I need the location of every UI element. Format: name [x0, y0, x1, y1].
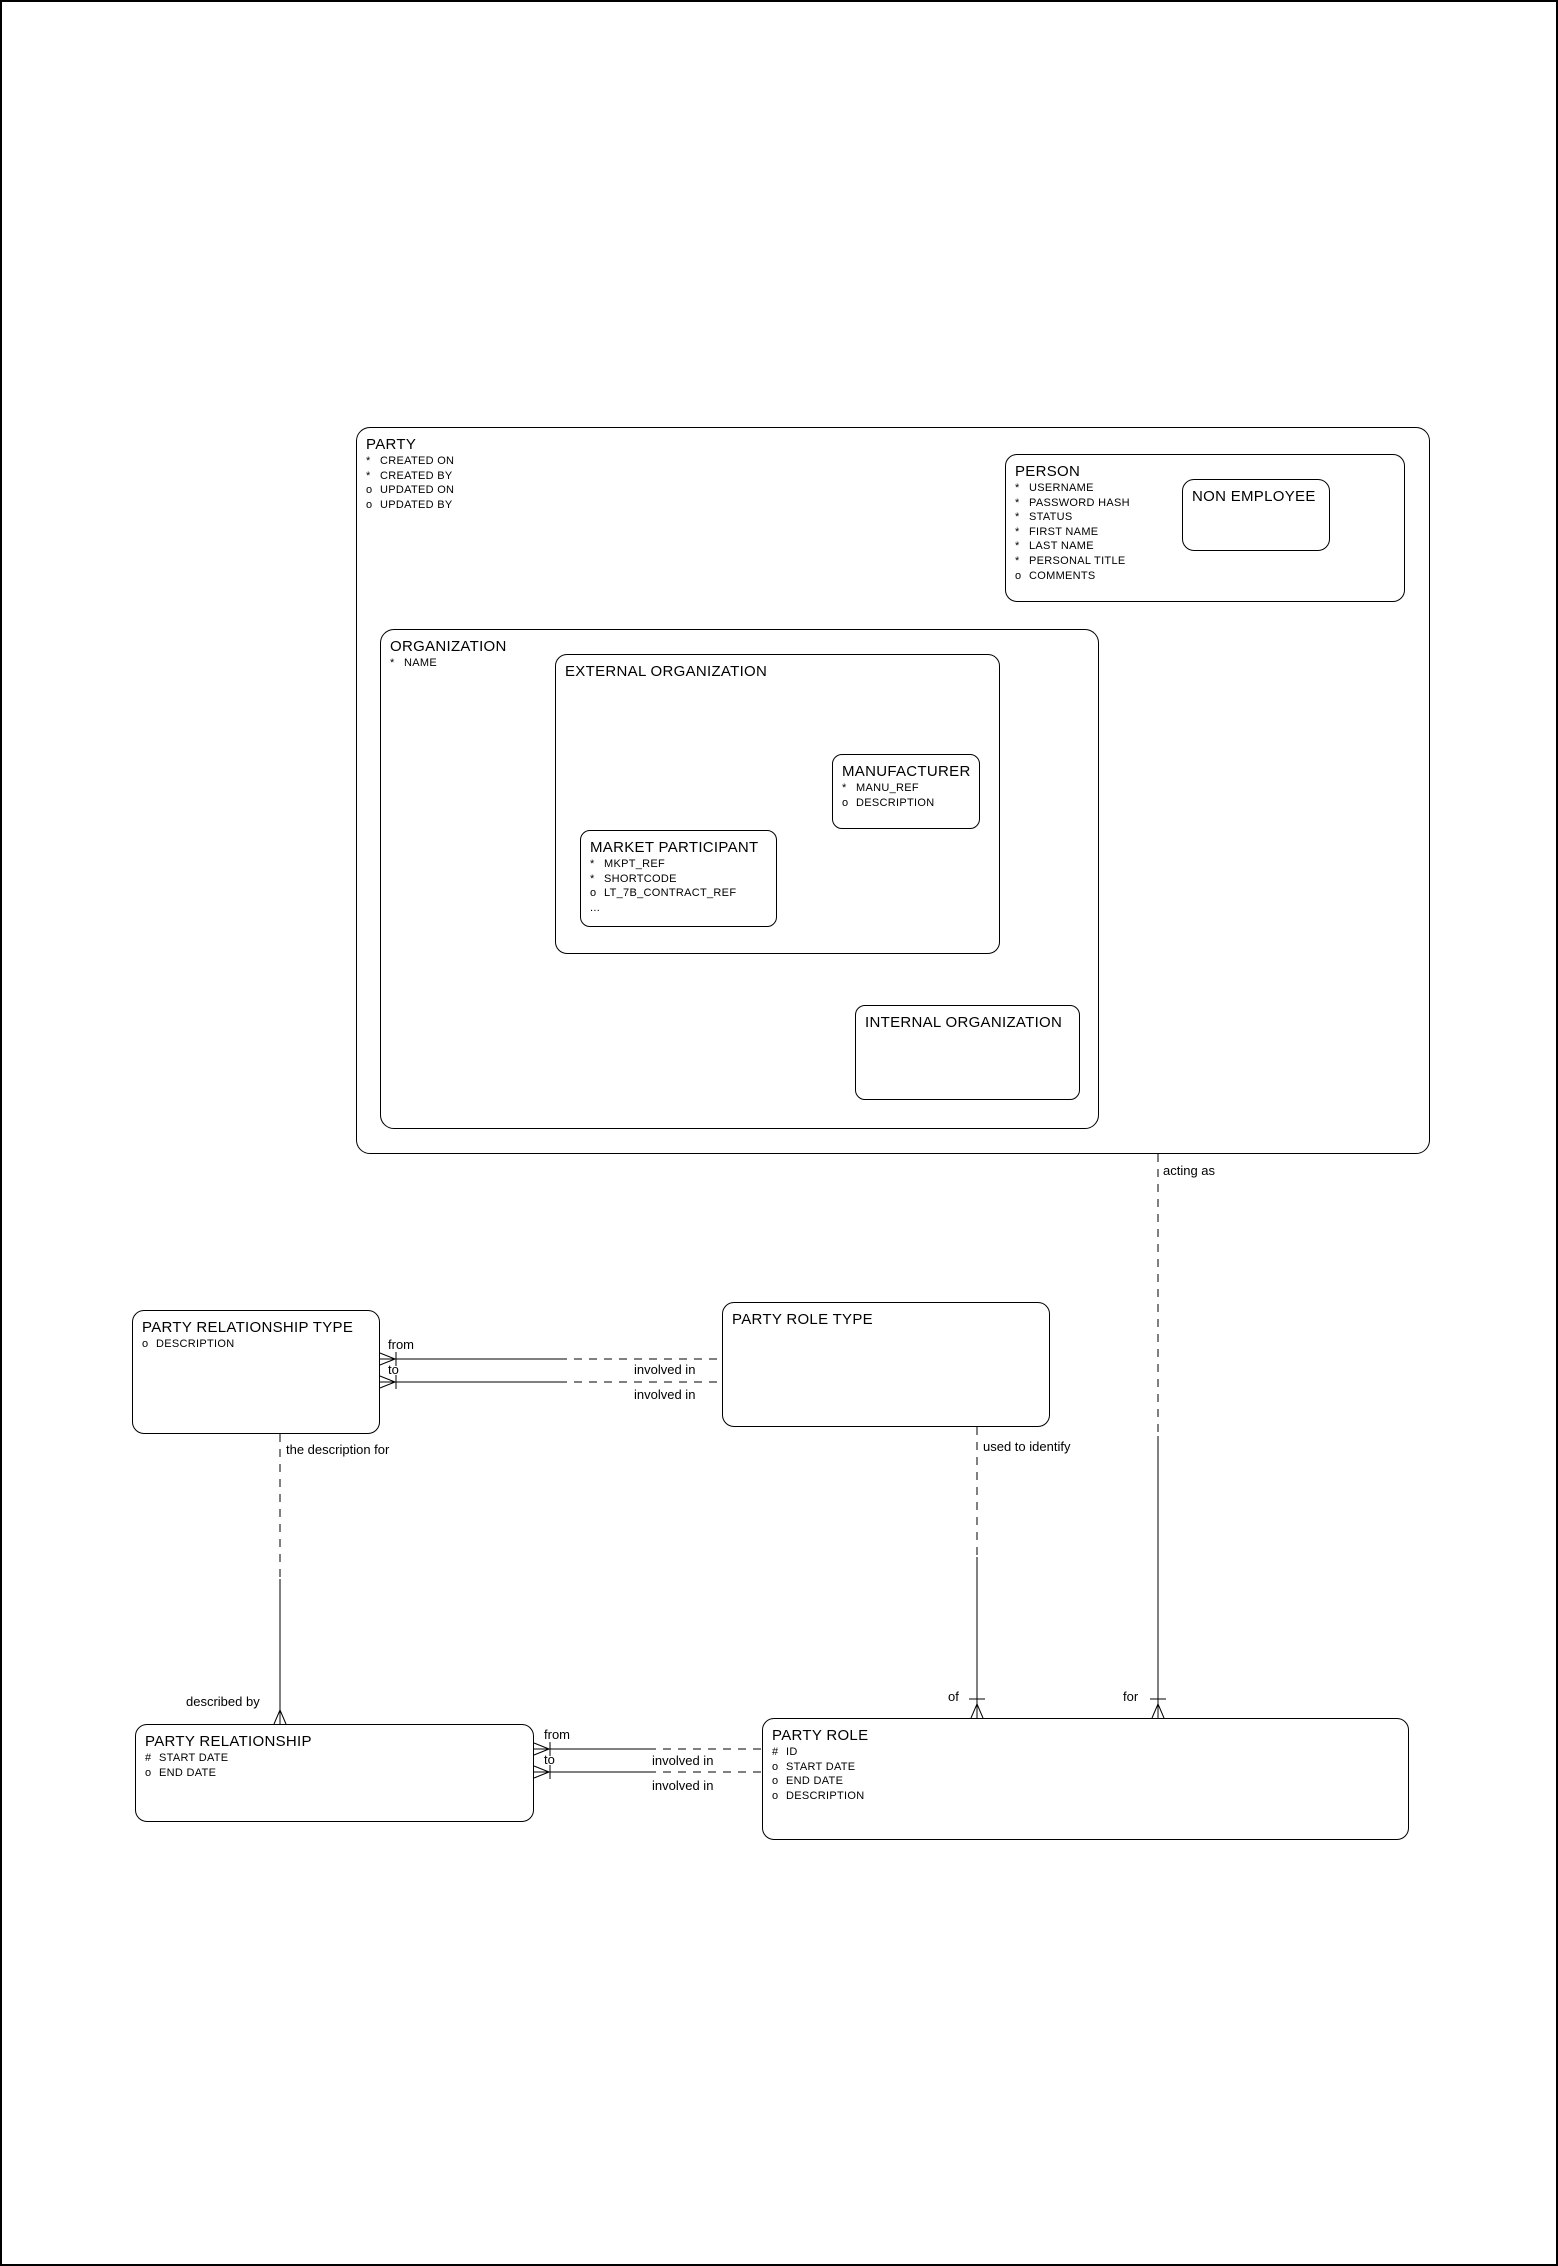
attribute-row: *FIRST NAME: [1015, 525, 1099, 538]
entity-party-role-type[interactable]: PARTY ROLE TYPE: [722, 1302, 1050, 1427]
relationship-label-used-to-identify: used to identify: [983, 1439, 1071, 1454]
connector-pr-prole-to[interactable]: [533, 1765, 762, 1779]
connector-described-by[interactable]: [273, 1434, 287, 1725]
relationship-label-involved-in-top-2: involved in: [634, 1387, 696, 1402]
relationship-label-involved-in-bottom-2: involved in: [652, 1778, 714, 1793]
entity-title: MARKET PARTICIPANT: [590, 839, 759, 856]
crow-foot-icon: [273, 1709, 287, 1725]
attribute-row: *MKPT_REF: [590, 858, 666, 870]
entity-title: ORGANIZATION: [390, 638, 507, 655]
entity-title: PARTY: [366, 436, 417, 453]
relationship-label-the-description-for: the description for: [286, 1442, 390, 1457]
attribute-row: *PASSWORD HASH: [1015, 496, 1130, 509]
connector-acting-as-for[interactable]: [1150, 1154, 1166, 1719]
entity-title: PERSON: [1015, 463, 1081, 480]
relationship-label-involved-in-bottom-1: involved in: [652, 1753, 714, 1768]
attribute-row: *PERSONAL TITLE: [1015, 554, 1126, 567]
entity-title: NON EMPLOYEE: [1192, 488, 1316, 505]
entity-internal-organization[interactable]: INTERNAL ORGANIZATION: [855, 1005, 1080, 1100]
relationship-label-of: of: [948, 1689, 959, 1704]
attribute-row: #START DATE: [145, 1752, 229, 1764]
attribute-row: *CREATED ON: [366, 455, 455, 467]
entity-title: EXTERNAL ORGANIZATION: [565, 663, 768, 680]
entity-non-employee[interactable]: NON EMPLOYEE: [1182, 479, 1330, 551]
attribute-row: *USERNAME: [1015, 482, 1094, 494]
relationship-label-involved-in-top-1: involved in: [634, 1362, 696, 1377]
entity-title: PARTY RELATIONSHIP: [145, 1733, 312, 1750]
connector-used-to-identify-of[interactable]: [969, 1427, 985, 1719]
relationship-label-to-bottom: to: [544, 1752, 555, 1767]
entity-title: PARTY ROLE TYPE: [732, 1311, 873, 1328]
attribute-row: #ID: [772, 1746, 798, 1758]
attribute-row: *STATUS: [1015, 511, 1073, 524]
attribute-row: *CREATED BY: [366, 469, 453, 482]
attribute-row: *MANU_REF: [842, 782, 919, 794]
relationship-label-acting-as: acting as: [1163, 1163, 1216, 1178]
entity-title: PARTY RELATIONSHIP TYPE: [142, 1319, 354, 1336]
crow-foot-icon: [970, 1703, 984, 1719]
connector-pr-prole-from[interactable]: [533, 1742, 762, 1756]
entity-title: MANUFACTURER: [842, 763, 971, 780]
attribute-row: *SHORTCODE: [590, 872, 677, 885]
relationship-label-from-top: from: [388, 1337, 414, 1352]
crow-foot-icon: [1151, 1703, 1165, 1719]
relationship-label-to-top: to: [388, 1362, 399, 1377]
entity-title: PARTY ROLE: [772, 1727, 869, 1744]
attribute-row: *LAST NAME: [1015, 540, 1094, 553]
relationship-label-for: for: [1123, 1689, 1139, 1704]
crow-foot-icon: [379, 1375, 396, 1389]
relationship-label-described-by: described by: [186, 1694, 260, 1709]
entity-title: INTERNAL ORGANIZATION: [865, 1014, 1063, 1031]
entity-market-participant[interactable]: MARKET PARTICIPANT *MKPT_REF *SHORTCODE …: [580, 830, 777, 927]
crow-foot-icon: [533, 1765, 550, 1779]
attribute-row: *NAME: [390, 657, 437, 669]
attribute-row: ...: [590, 901, 601, 914]
relationship-label-from-bottom: from: [544, 1727, 570, 1742]
